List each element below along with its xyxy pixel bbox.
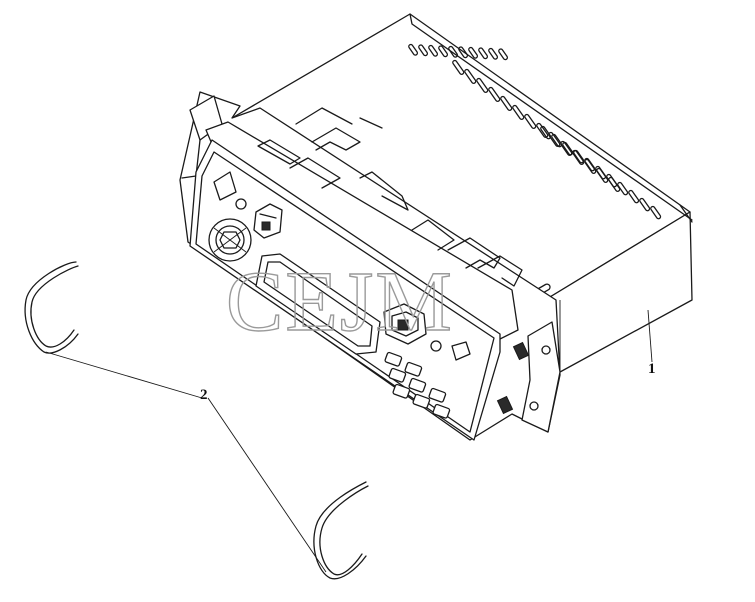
volume-knob [208,218,252,262]
retaining-clip-right [313,481,369,580]
vent-slot [639,197,651,212]
radio-housing [231,13,693,373]
vent-slot [448,45,459,58]
preset-button [408,377,427,393]
retaining-clip-left [24,261,79,354]
vent-slot [464,68,477,84]
watermark-text: CEJM [226,253,454,349]
preset-button [404,361,423,377]
vent-slot [540,125,552,140]
radio-faceplate [189,139,501,441]
vent-slot [452,59,465,75]
preset-button [432,403,451,419]
preset-button [412,393,431,409]
vent-slot [562,141,574,156]
callout-label-1: 1 [648,361,656,377]
vent-slot [428,44,439,57]
vent-slot [438,45,449,58]
vent-slot [584,157,596,172]
vent-slot [512,104,525,120]
callout-label-2: 2 [200,387,208,403]
vent-slot [573,149,585,164]
vent-slot [650,205,662,220]
vent-slot [488,86,501,102]
vent-slot [408,43,419,56]
display-window [255,253,381,355]
preset-button [384,351,403,367]
vent-slot [476,77,489,93]
vent-slot [478,47,489,60]
vent-slot [595,165,607,180]
vent-slot [551,133,563,148]
vent-slot [498,48,509,61]
vent-slots [408,43,662,295]
preset-button [392,383,411,399]
preset-button [428,387,447,403]
vent-slot [524,113,537,129]
vent-slot [500,95,513,111]
vent-slot [606,173,618,188]
preset-buttons [384,351,451,419]
eject-knob-lower [383,303,427,345]
vent-slot [468,46,479,59]
eject-knob-upper [253,203,283,239]
vent-slot [488,47,499,60]
vent-slot [458,46,469,59]
leader-lines [45,309,653,573]
vent-slot [628,189,640,204]
vent-slot [617,181,629,196]
vent-slot [418,44,429,57]
preset-button [388,367,407,383]
